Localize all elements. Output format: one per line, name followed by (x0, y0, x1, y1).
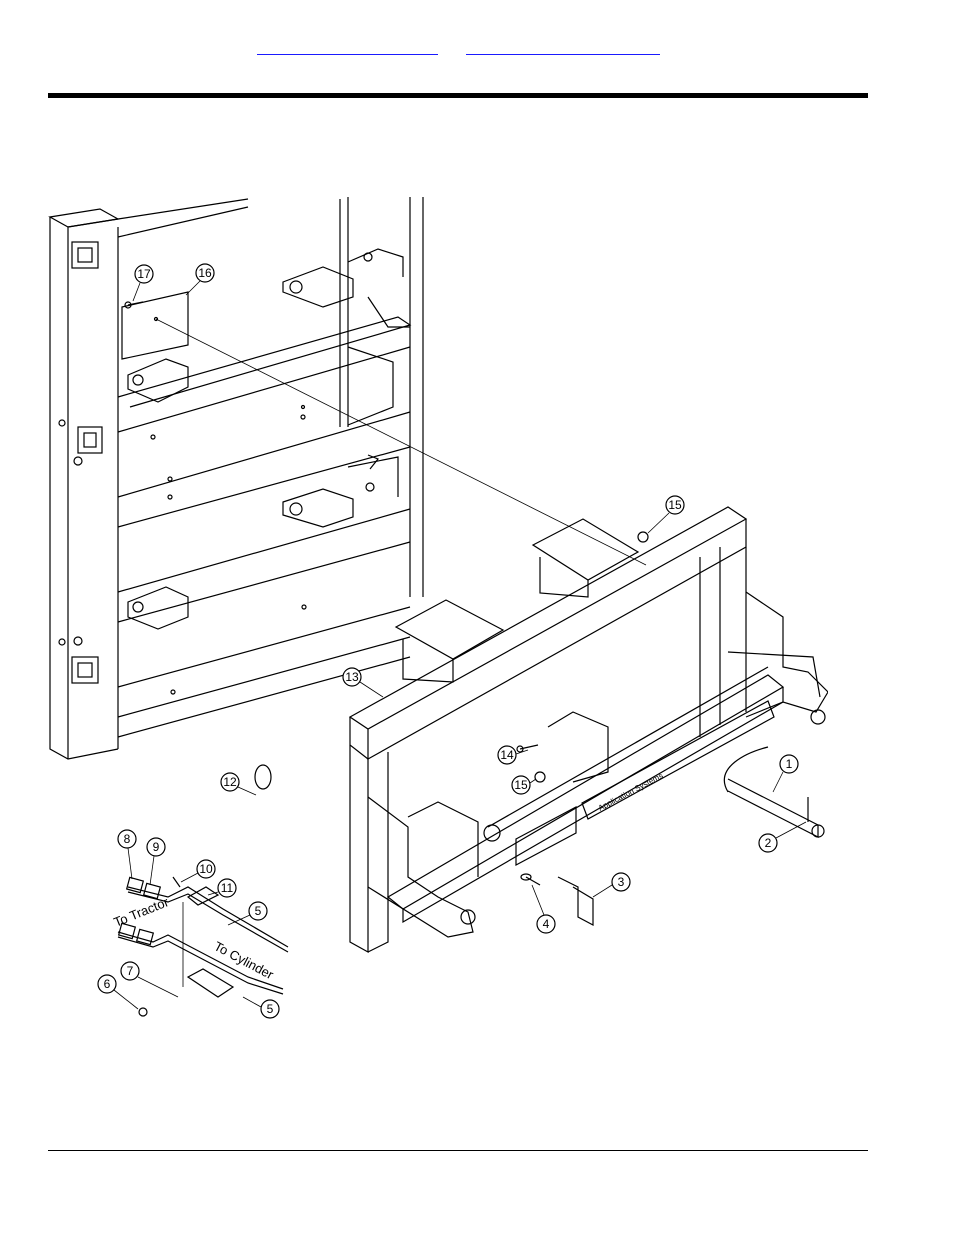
callout-15b: 15 (647, 495, 685, 534)
svg-text:5: 5 (267, 1002, 274, 1016)
to-tractor-label: To Tractor (112, 894, 172, 930)
hydraulic-hose-assembly (117, 764, 289, 1017)
svg-text:15: 15 (668, 498, 682, 512)
callout-14: 14 (497, 745, 529, 765)
svg-text:4: 4 (543, 917, 550, 931)
quick-attach-frame (348, 506, 828, 954)
decal-brand-label: Application Systems (597, 771, 665, 813)
svg-text:12: 12 (223, 775, 237, 789)
callout-1: 1 (772, 754, 799, 793)
header-link-right[interactable] (466, 40, 660, 55)
svg-text:2: 2 (765, 836, 772, 850)
to-cylinder-label: To Cylinder (212, 938, 277, 982)
svg-text:5: 5 (255, 904, 262, 918)
callout-15a: 15 (511, 775, 537, 795)
header-rule (48, 93, 868, 98)
footer-rule (48, 1150, 868, 1151)
callout-2: 2 (758, 821, 807, 853)
parts-diagram: To Tractor To Cylinder Application Syste… (48, 197, 828, 1023)
callouts: 1 2 3 4 5 5 6 7 8 9 10 11 12 13 14 15 15… (97, 263, 807, 1019)
callout-7: 7 (120, 961, 179, 998)
callout-11: 11 (207, 878, 237, 898)
callout-12: 12 (220, 772, 257, 796)
svg-text:10: 10 (199, 862, 213, 876)
svg-text:17: 17 (137, 267, 151, 281)
mast-frame (48, 197, 647, 760)
svg-text:6: 6 (104, 977, 111, 991)
svg-text:16: 16 (198, 266, 212, 280)
header-link-left[interactable] (257, 40, 438, 55)
callout-6: 6 (97, 974, 139, 1010)
callout-9: 9 (146, 837, 166, 886)
svg-text:7: 7 (127, 964, 134, 978)
svg-text:9: 9 (153, 840, 160, 854)
callout-5a: 5 (227, 901, 268, 926)
callout-4: 4 (531, 884, 556, 934)
svg-text:14: 14 (500, 748, 514, 762)
callout-17: 17 (132, 264, 154, 302)
callout-13: 13 (342, 667, 384, 698)
callout-16: 16 (185, 263, 215, 296)
svg-text:8: 8 (124, 832, 131, 846)
callout-3: 3 (592, 872, 631, 898)
svg-text:11: 11 (221, 881, 234, 895)
svg-text:15: 15 (514, 778, 528, 792)
svg-text:13: 13 (345, 670, 359, 684)
callout-10: 10 (180, 859, 216, 883)
callout-8: 8 (117, 829, 137, 880)
callout-5b: 5 (242, 996, 280, 1019)
svg-text:3: 3 (618, 875, 625, 889)
svg-text:1: 1 (786, 757, 793, 771)
